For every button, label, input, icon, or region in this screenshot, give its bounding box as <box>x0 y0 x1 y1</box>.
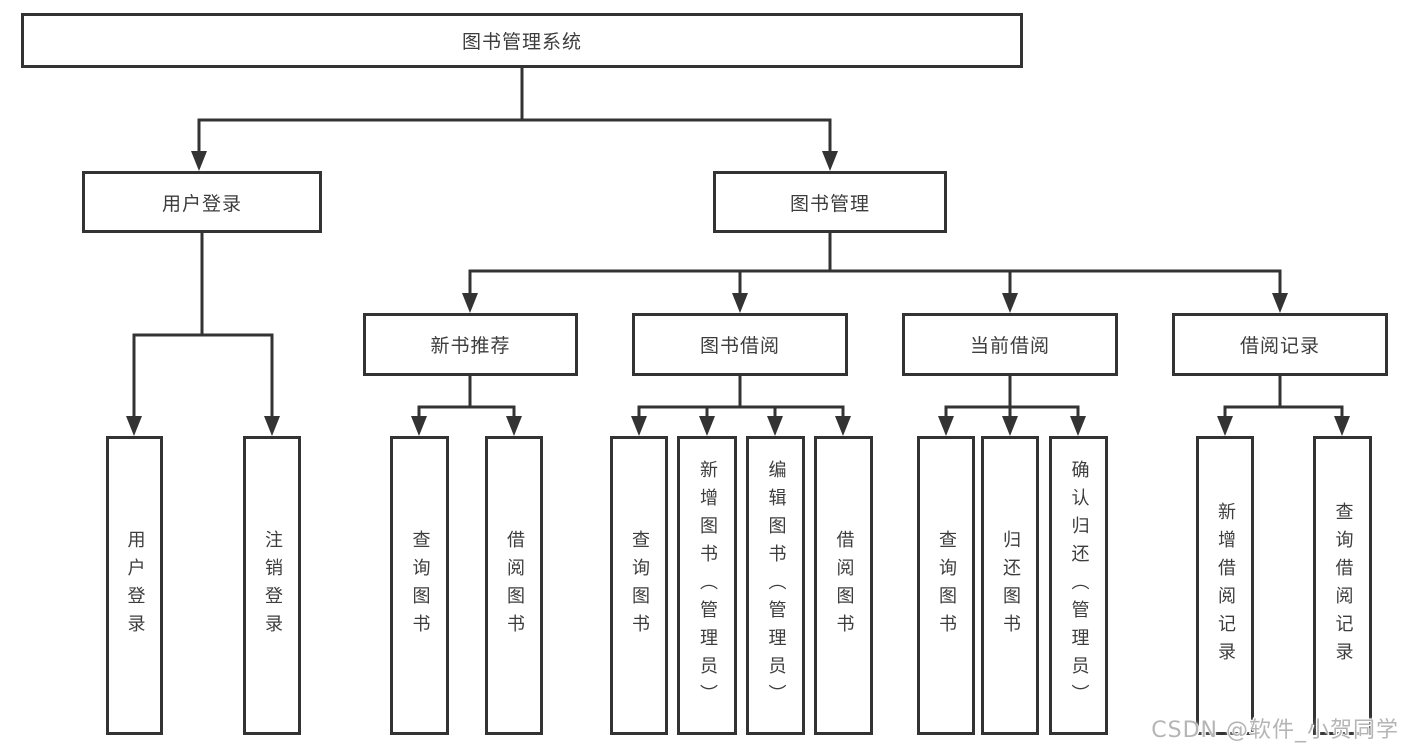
node-book-borrowing-label: 图书借阅 <box>699 335 780 357</box>
node-root-label: 图书管理系统 <box>461 31 582 53</box>
leaf-add-book-admin: 新增图书（管理员） <box>677 436 737 735</box>
leaf-edit-book-admin: 编辑图书（管理员） <box>746 436 805 735</box>
leaf-borrow-books-recommend: 借阅图书 <box>485 436 543 735</box>
leaf-query-books-recommend-label: 查询图书 <box>409 529 431 642</box>
node-borrowing-records: 借阅记录 <box>1172 313 1388 376</box>
node-user-login-label: 用户登录 <box>161 192 242 215</box>
leaf-query-books-recommend: 查询图书 <box>390 436 449 735</box>
watermark: CSDN @软件_小贺同学 <box>1151 718 1399 743</box>
leaf-add-borrow-record: 新增借阅记录 <box>1196 436 1254 735</box>
leaf-query-books-borrow-label: 查询图书 <box>629 529 650 642</box>
connector-line <box>132 68 1344 420</box>
leaf-borrow-books-label: 借阅图书 <box>833 529 855 642</box>
leaf-user-login: 用户登录 <box>106 436 163 735</box>
leaf-query-borrow-record: 查询借阅记录 <box>1313 436 1372 735</box>
leaf-add-borrow-record-label: 新增借阅记录 <box>1215 501 1236 670</box>
node-new-book-recommend-label: 新书推荐 <box>430 335 511 357</box>
node-new-book-recommend: 新书推荐 <box>363 313 578 376</box>
leaf-return-books: 归还图书 <box>981 436 1039 735</box>
node-book-borrowing: 图书借阅 <box>632 313 848 376</box>
node-borrowing-records-label: 借阅记录 <box>1239 335 1320 357</box>
leaf-borrow-books-recommend-label: 借阅图书 <box>504 529 525 642</box>
leaf-borrow-books: 借阅图书 <box>814 436 873 735</box>
leaf-user-login-label: 用户登录 <box>124 529 146 642</box>
node-current-borrowing-label: 当前借阅 <box>969 335 1050 357</box>
node-book-management: 图书管理 <box>713 171 947 233</box>
node-root: 图书管理系统 <box>21 13 1023 68</box>
leaf-query-books-current: 查询图书 <box>917 436 975 735</box>
leaf-query-borrow-record-label: 查询借阅记录 <box>1332 501 1354 670</box>
leaf-query-books-borrow: 查询图书 <box>610 436 668 735</box>
leaf-confirm-return-admin-label: 确认归还（管理员） <box>1068 459 1090 712</box>
node-user-login: 用户登录 <box>82 171 322 233</box>
leaf-return-books-label: 归还图书 <box>1000 529 1021 642</box>
leaf-query-books-current-label: 查询图书 <box>936 529 957 642</box>
leaf-confirm-return-admin: 确认归还（管理员） <box>1049 436 1108 735</box>
arrowhead-icon <box>126 151 1350 436</box>
node-current-borrowing: 当前借阅 <box>902 313 1118 376</box>
leaf-logout: 注销登录 <box>243 436 301 735</box>
leaf-logout-label: 注销登录 <box>262 529 283 642</box>
leaf-add-book-admin-label: 新增图书（管理员） <box>697 459 718 712</box>
node-book-management-label: 图书管理 <box>789 192 870 215</box>
leaf-edit-book-admin-label: 编辑图书（管理员） <box>765 459 787 712</box>
